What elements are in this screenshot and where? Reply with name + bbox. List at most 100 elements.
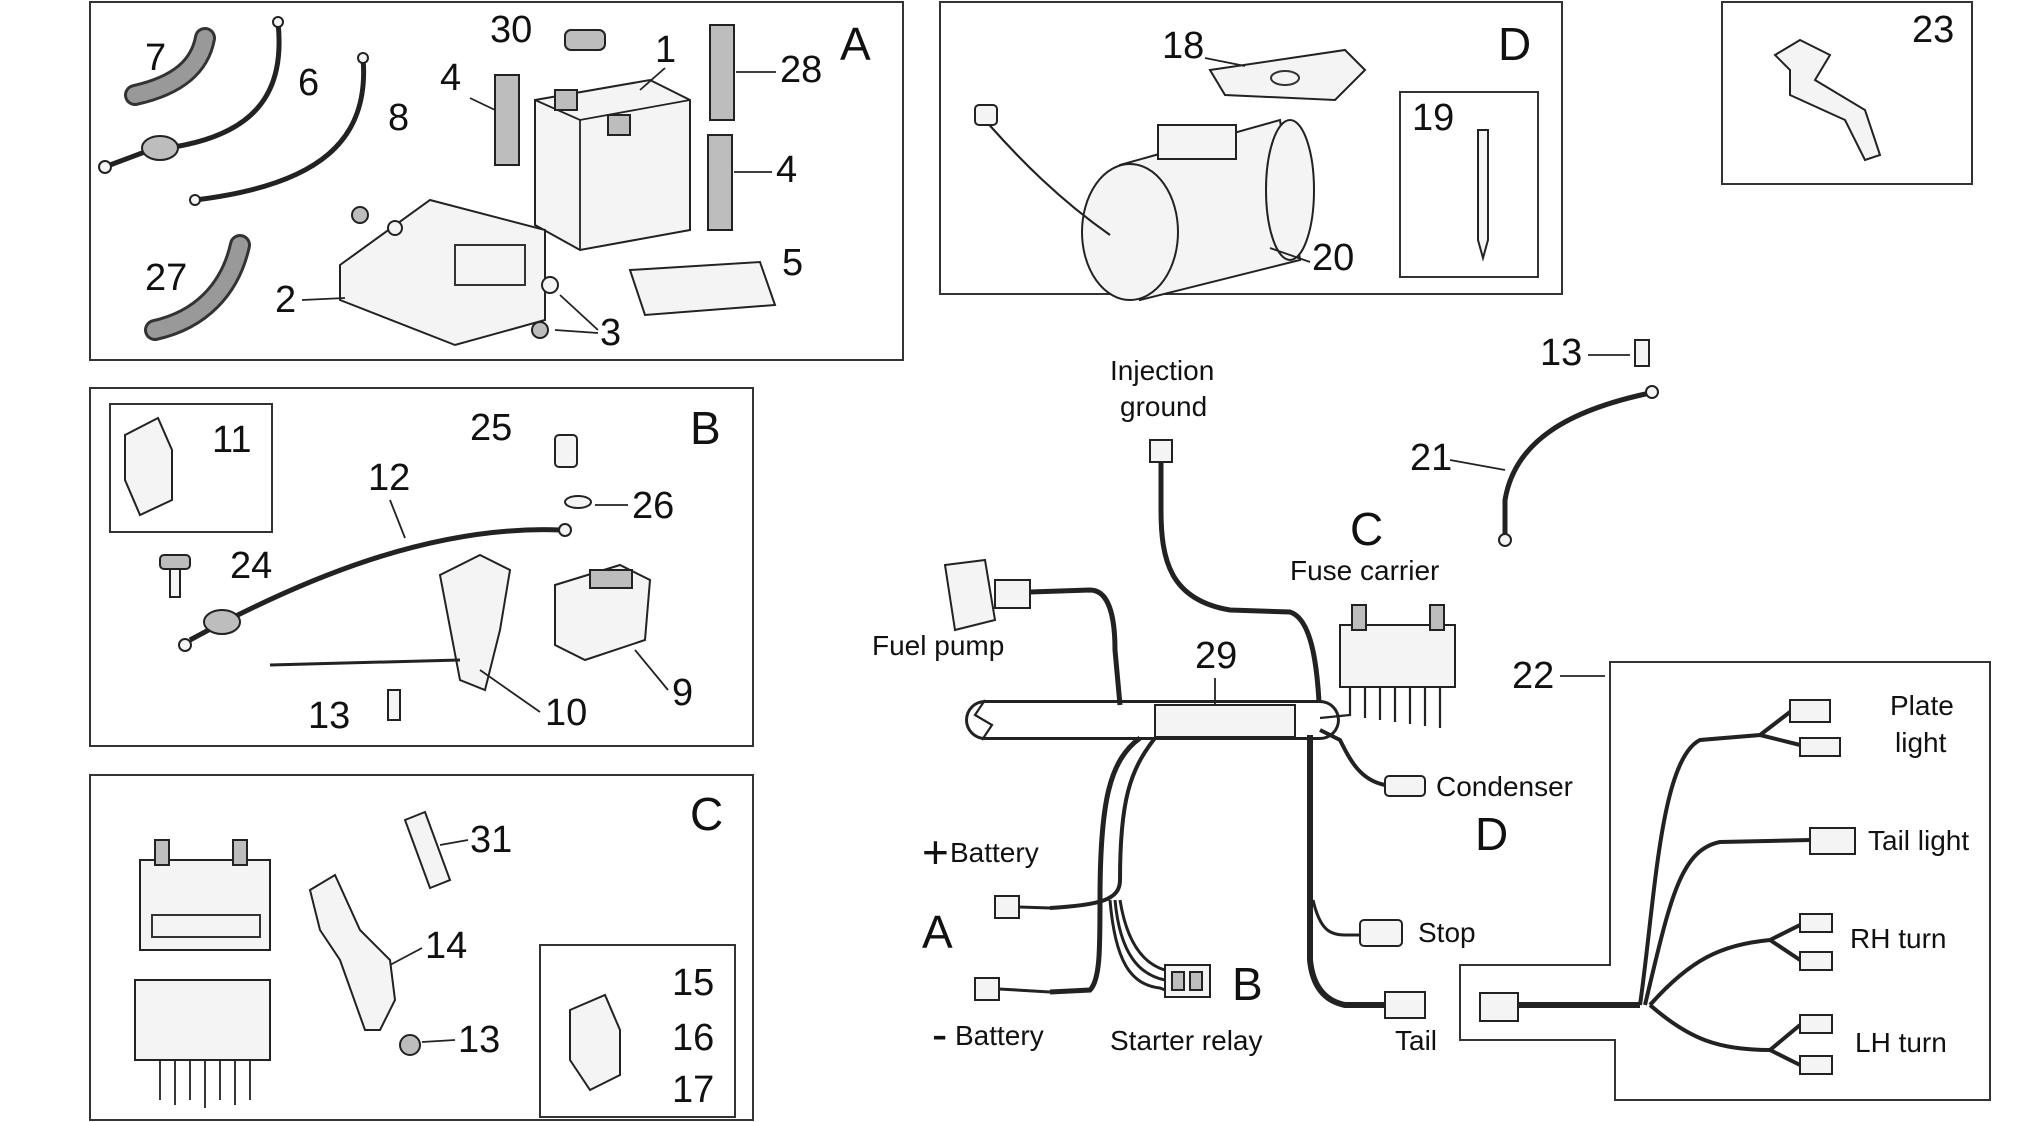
label-lh-turn: LH turn bbox=[1855, 1027, 1947, 1058]
washer-part-26 bbox=[564, 495, 592, 509]
leader-9 bbox=[634, 649, 669, 691]
label-plate-light-1: Plate bbox=[1890, 690, 1954, 721]
hose-part-7-fill bbox=[127, 30, 213, 103]
panel-d: D 18 20 19 bbox=[939, 1, 1563, 302]
callout-2: 2 bbox=[275, 279, 296, 321]
tail-branch-wire bbox=[1307, 735, 1385, 1008]
cable-part-8-terminal bbox=[189, 194, 201, 206]
leader-20 bbox=[1269, 247, 1311, 263]
panel-a-frame bbox=[89, 1, 904, 361]
cable-part-21-eyelet-top bbox=[1645, 385, 1659, 399]
lh-turn-wire bbox=[1648, 1003, 1802, 1067]
inset-11-frame bbox=[109, 403, 273, 533]
callout-29: 29 bbox=[1195, 635, 1237, 677]
callout-7: 7 bbox=[145, 37, 166, 79]
injection-ground-wire bbox=[1158, 462, 1323, 721]
bracket-part-2 bbox=[339, 198, 546, 347]
label-injection-ground-2: ground bbox=[1120, 391, 1207, 422]
callout-13b: 13 bbox=[458, 1019, 500, 1061]
pos-battery-terminal bbox=[994, 895, 1020, 919]
bracket-part-18-hole bbox=[1270, 70, 1300, 86]
clip-part-31 bbox=[403, 810, 452, 890]
label-battery-ref: A bbox=[922, 906, 953, 958]
callout-6: 6 bbox=[298, 62, 319, 104]
screw-part-13-c bbox=[399, 1034, 421, 1056]
bracket-part-10-strap bbox=[269, 658, 461, 667]
hose-part-27-fill bbox=[147, 237, 248, 338]
bracket-part-14 bbox=[308, 873, 397, 1031]
neg-battery-terminal bbox=[974, 977, 1000, 1001]
screw-part-3-b bbox=[387, 220, 403, 236]
condenser-part-20-terminal bbox=[974, 104, 998, 126]
callout-5: 5 bbox=[782, 242, 803, 284]
panel-c: C 31 14 13 15 16 17 bbox=[89, 774, 754, 1121]
label-rh-turn: RH turn bbox=[1850, 923, 1946, 954]
condenser-part-20-box bbox=[1157, 124, 1237, 160]
fuse-part-11 bbox=[124, 416, 173, 517]
label-condenser: Condenser bbox=[1436, 771, 1573, 802]
leader-4a bbox=[469, 97, 496, 111]
injection-ground-terminal bbox=[1149, 439, 1173, 463]
screw-part-25 bbox=[554, 434, 578, 468]
cable-part-6-terminal bbox=[98, 160, 112, 174]
callout-22: 22 bbox=[1512, 655, 1554, 697]
fuse-carrier-top-tab-right bbox=[232, 839, 248, 866]
bolt-part-24 bbox=[159, 554, 191, 570]
callout-27: 27 bbox=[145, 257, 187, 299]
leader-2 bbox=[301, 297, 346, 301]
fuse-carrier-harness bbox=[1339, 624, 1456, 688]
panel-22: 22 Plate light Tail light RH turn LH tur… bbox=[1459, 655, 1991, 1101]
cable-part-21 bbox=[1502, 390, 1651, 540]
section-label-a: A bbox=[840, 18, 871, 70]
starter-relay-pin-1 bbox=[1171, 971, 1185, 991]
section-label-d: D bbox=[1498, 18, 1531, 70]
callout-26: 26 bbox=[632, 485, 674, 527]
label-condenser-ref: D bbox=[1475, 808, 1508, 860]
callout-11: 11 bbox=[212, 419, 251, 461]
neg-battery-wire bbox=[1049, 735, 1142, 995]
harness-cut-mark bbox=[973, 699, 994, 741]
bolt-part-24-shank bbox=[169, 568, 181, 598]
callout-4b: 4 bbox=[776, 149, 797, 191]
callout-25: 25 bbox=[470, 407, 512, 449]
condenser-branch-wire bbox=[1319, 728, 1386, 787]
fuse-carrier-wires bbox=[159, 1060, 251, 1108]
cable-part-8-eyelet bbox=[357, 52, 369, 64]
label-tail: Tail bbox=[1395, 1025, 1437, 1056]
battery-terminal-right bbox=[607, 114, 631, 136]
callout-4a: 4 bbox=[440, 57, 461, 99]
callout-15: 15 bbox=[672, 962, 714, 1004]
label-tail-light: Tail light bbox=[1868, 825, 1969, 856]
bracket-part-10 bbox=[438, 553, 512, 692]
section-label-c: C bbox=[690, 788, 723, 840]
callout-14: 14 bbox=[425, 925, 467, 967]
fuse-carrier-harness-tab-l bbox=[1351, 604, 1367, 631]
pin-part-19 bbox=[1477, 129, 1489, 262]
lh-turn-connector-2 bbox=[1799, 1055, 1833, 1075]
panel-b: B 11 25 26 12 24 10 13 9 bbox=[89, 387, 754, 747]
plate-light-wire bbox=[1638, 710, 1801, 1006]
section-label-b: B bbox=[690, 402, 721, 454]
label-pos-battery-sign: + bbox=[922, 826, 949, 878]
fuse-carrier-bottom bbox=[134, 979, 271, 1061]
screw-part-3-a bbox=[351, 206, 369, 224]
leader-31 bbox=[439, 839, 469, 846]
stop-branch-wire bbox=[1311, 899, 1360, 937]
callout-17: 17 bbox=[672, 1069, 714, 1111]
panel-a: A 7 6 8 27 30 1 4 bbox=[89, 1, 904, 361]
fuel-pump-connector bbox=[943, 558, 997, 632]
bracket-part-18 bbox=[1208, 48, 1367, 102]
fuse-carrier-top-tab-left bbox=[154, 839, 170, 866]
pad-part-4-left bbox=[494, 74, 520, 166]
condenser-part-20-rear bbox=[1265, 119, 1315, 261]
fuel-pump-plug bbox=[994, 579, 1031, 609]
screw-part-3-d bbox=[531, 321, 549, 339]
leader-1 bbox=[639, 67, 666, 91]
callout-20: 20 bbox=[1312, 237, 1354, 279]
battery-terminal-leads bbox=[998, 905, 1051, 994]
battery-terminal-left bbox=[554, 89, 578, 111]
condenser-part-20-lead bbox=[984, 119, 1111, 236]
callout-8: 8 bbox=[388, 97, 409, 139]
